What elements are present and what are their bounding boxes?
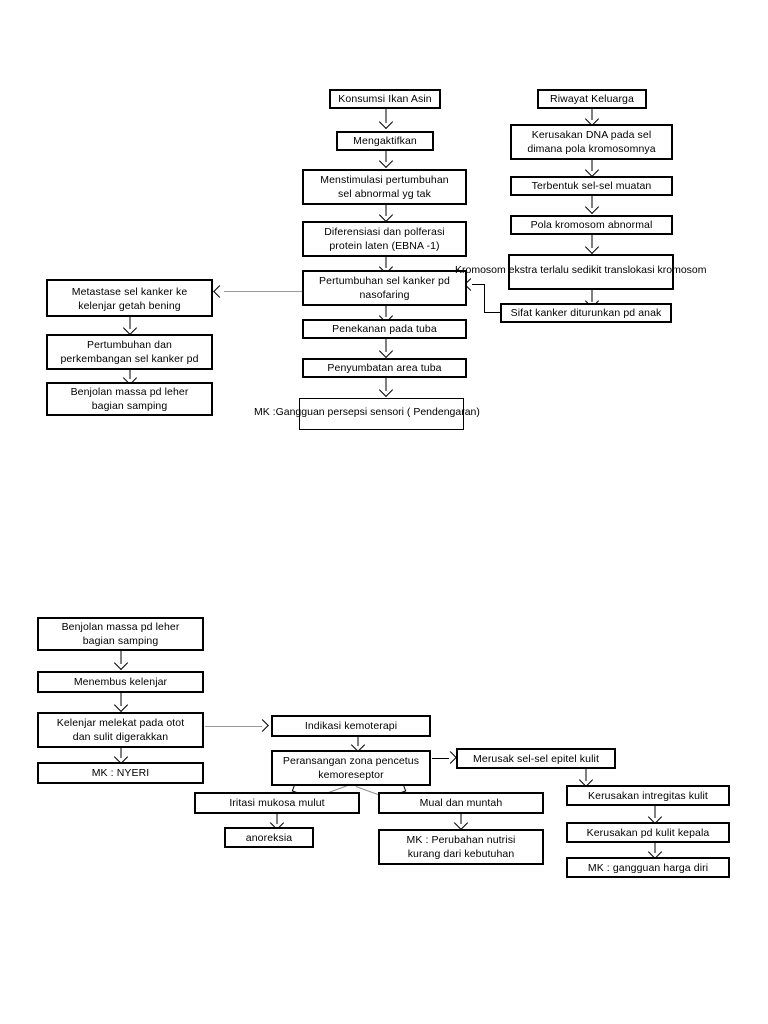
node-label: Penyumbatan area tuba — [327, 362, 442, 374]
node-mk-gangguan-persepsi-sensori — [299, 398, 464, 430]
node-label: MK : NYERI — [91, 767, 150, 779]
node-iritasi-mukosa-mulut: Iritasi mukosa mulut — [194, 792, 360, 814]
node-kerusakan-intregitas-kulit: Kerusakan intregitas kulit — [566, 785, 730, 806]
arrow-penekanan-to-penyumbatan — [378, 339, 394, 359]
node-label: Peransangan zona pencetus kemoreseptor — [282, 755, 420, 781]
arrow-konsumsi-to-mengaktifkan — [378, 109, 394, 131]
node-indikasi-kemoterapi: Indikasi kemoterapi — [271, 715, 431, 737]
node-pertumbuhan-perkembangan-sel-kanker: Pertumbuhan dan perkembangan sel kanker … — [46, 334, 213, 370]
node-label: Riwayat Keluarga — [550, 93, 634, 105]
arrow-pertumbuhan-perkembangan-to-benjolan — [122, 370, 138, 386]
connector-sifat-to-pertumbuhan-entry — [472, 284, 485, 285]
connector-pertumbuhan-to-metastase — [224, 291, 303, 292]
node-label: Penekanan pada tuba — [332, 323, 437, 335]
arrow-menembus-to-kelenjar-melekat — [113, 693, 129, 713]
node-benjolan-massa-leher-top: Benjolan massa pd leher bagian samping — [46, 382, 213, 416]
node-penekanan-pada-tuba: Penekanan pada tuba — [302, 319, 467, 339]
node-mengaktifkan: Mengaktifkan — [336, 131, 434, 151]
node-konsumsi-ikan-asin: Konsumsi Ikan Asin — [329, 89, 441, 109]
node-label: Metastase sel kanker ke kelenjar getah b… — [71, 286, 188, 312]
node-mk-gangguan-harga-diri: MK : gangguan harga diri — [566, 857, 730, 878]
node-merusak-sel-epitel-kulit: Merusak sel-sel epitel kulit — [456, 748, 616, 769]
node-label: Indikasi kemoterapi — [304, 720, 398, 732]
arrow-intregitas-to-kulit-kepala — [647, 806, 663, 825]
node-label: Mual dan muntah — [419, 797, 503, 809]
arrow-terbentuk-to-pola-abnormal — [584, 196, 600, 215]
node-label: Iritasi mukosa mulut — [229, 797, 325, 809]
node-label: Pola kromosom abnormal — [530, 219, 653, 231]
node-label: Menembus kelenjar — [73, 676, 168, 688]
arrow-pertumbuhan-to-penekanan — [378, 306, 394, 324]
connector-peransangan-to-merusak-epitel — [432, 758, 449, 759]
node-mual-dan-muntah: Mual dan muntah — [378, 792, 544, 814]
arrow-pola-abnormal-to-kromosom-ekstra — [584, 235, 600, 255]
node-kelenjar-melekat: Kelenjar melekat pada otot dan sulit dig… — [37, 712, 204, 748]
node-anoreksia: anoreksia — [224, 827, 314, 848]
node-label: Pertumbuhan sel kanker pd nasofaring — [319, 275, 450, 301]
node-menembus-kelenjar: Menembus kelenjar — [37, 671, 204, 693]
node-label: Terbentuk sel-sel muatan — [531, 180, 652, 192]
arrow-kerusakan-dna-to-terbentuk — [584, 160, 600, 178]
arrow-diferensiasi-to-pertumbuhan — [378, 257, 394, 275]
arrow-kelenjar-melekat-to-mk-nyeri — [113, 748, 129, 765]
node-label: Sifat kanker diturunkan pd anak — [510, 307, 662, 319]
node-penyumbatan-area-tuba: Penyumbatan area tuba — [302, 358, 467, 378]
connector-sifat-to-pertumbuhan-horizontal — [484, 312, 501, 313]
node-kerusakan-pd-kulit-kepala: Kerusakan pd kulit kepala — [566, 822, 730, 843]
arrow-metastase-to-pertumbuhan-perkembangan — [122, 317, 138, 336]
arrow-merusak-to-kerusakan-intregitas — [578, 769, 594, 788]
node-label: Kerusakan DNA pada sel dimana pola kromo… — [527, 129, 656, 155]
arrow-mual-to-mk-nutrisi — [453, 814, 469, 831]
node-label: Konsumsi Ikan Asin — [338, 93, 432, 105]
node-label: MK : gangguan harga diri — [587, 861, 709, 874]
node-mk-nyeri: MK : NYERI — [37, 762, 204, 784]
arrow-penyumbatan-to-mk-pendengaran — [378, 378, 394, 399]
node-terbentuk-sel-sel-muatan: Terbentuk sel-sel muatan — [510, 176, 673, 196]
node-label: Benjolan massa pd leher bagian samping — [61, 621, 180, 647]
node-label: Kerusakan pd kulit kepala — [586, 826, 710, 839]
node-label: Diferensiasi dan polferasi protein laten… — [324, 226, 445, 252]
arrow-kulit-kepala-to-mk-harga-diri — [647, 843, 663, 860]
arrow-mengaktifkan-to-menstimulasi — [378, 151, 394, 169]
node-diferensiasi-polferasi: Diferensiasi dan polferasi protein laten… — [302, 221, 467, 257]
node-kromosom-ekstra-label: Kromosom ekstra terlalu sedikit translok… — [455, 264, 707, 276]
connector-kelenjar-to-indikasi — [205, 726, 262, 727]
node-riwayat-keluarga: Riwayat Keluarga — [537, 89, 647, 109]
node-peransangan-zona-pencetus: Peransangan zona pencetus kemoreseptor — [271, 750, 431, 786]
node-label: MK : Perubahan nutrisi kurang dari kebut… — [406, 834, 516, 860]
node-metastase-sel-kanker: Metastase sel kanker ke kelenjar getah b… — [46, 279, 213, 317]
arrow-riwayat-to-kerusakan-dna — [584, 109, 600, 127]
node-pertumbuhan-sel-kanker-nasofaring: Pertumbuhan sel kanker pd nasofaring — [302, 270, 467, 306]
node-label: Menstimulasi pertumbuhan sel abnormal yg… — [320, 174, 449, 200]
arrow-benjolan-to-menembus — [113, 651, 129, 671]
connector-sifat-to-pertumbuhan-vertical — [484, 284, 485, 313]
arrow-iritasi-to-anoreksia — [269, 814, 285, 831]
node-label: Merusak sel-sel epitel kulit — [473, 752, 599, 765]
node-kerusakan-dna: Kerusakan DNA pada sel dimana pola kromo… — [510, 124, 673, 160]
node-label: Mengaktifkan — [353, 135, 417, 147]
node-label: anoreksia — [245, 831, 293, 844]
node-sifat-kanker-diturunkan: Sifat kanker diturunkan pd anak — [500, 303, 672, 323]
arrow-menstimulasi-to-diferensiasi — [378, 205, 394, 223]
node-menstimulasi-pertumbuhan: Menstimulasi pertumbuhan sel abnormal yg… — [302, 169, 467, 205]
node-benjolan-massa-leher-bottom: Benjolan massa pd leher bagian samping — [37, 617, 204, 651]
node-label: Benjolan massa pd leher bagian samping — [70, 386, 189, 412]
arrow-indikasi-to-peransangan — [350, 737, 366, 753]
node-label: Kelenjar melekat pada otot dan sulit dig… — [56, 717, 185, 743]
node-kromosom-ekstra — [508, 254, 674, 290]
node-label: Pertumbuhan dan perkembangan sel kanker … — [60, 339, 199, 365]
node-pola-kromosom-abnormal: Pola kromosom abnormal — [510, 215, 673, 235]
node-mk-perubahan-nutrisi: MK : Perubahan nutrisi kurang dari kebut… — [378, 829, 544, 865]
arrow-kromosom-ekstra-to-sifat-kanker — [584, 290, 600, 309]
node-label: Kerusakan intregitas kulit — [588, 789, 708, 802]
node-mk-gangguan-persepsi-sensori-label: MK :Gangguan persepsi sensori ( Pendenga… — [254, 406, 480, 418]
